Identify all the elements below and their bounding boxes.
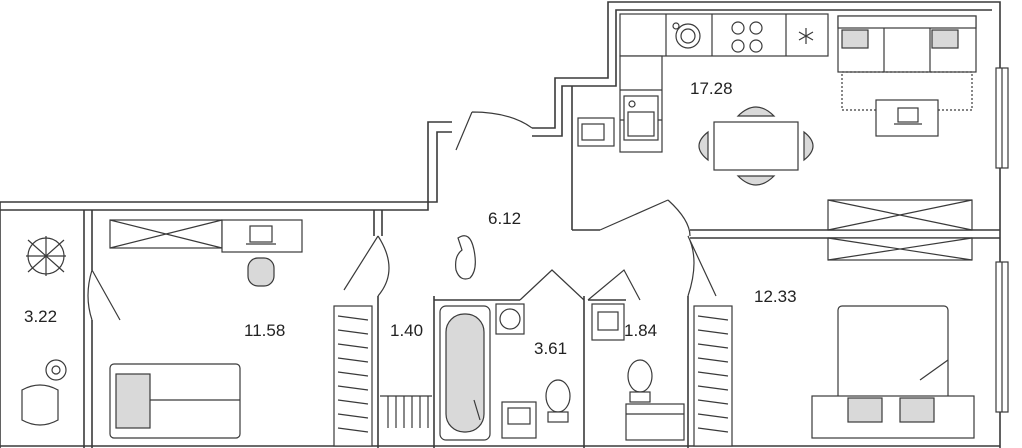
entrance-door[interactable] — [455, 111, 533, 151]
dog-icon — [455, 235, 476, 280]
wardrobe-right — [693, 305, 733, 447]
area-label-closet: 1.40 — [390, 321, 423, 340]
dining-table — [698, 106, 814, 186]
area-label-kitchen-living: 17.28 — [690, 79, 733, 98]
bedroom-right-door[interactable] — [687, 235, 717, 297]
desk-laptop-icon — [221, 219, 303, 253]
balcony-door[interactable] — [87, 269, 121, 321]
washing-machine-icon — [495, 303, 525, 335]
closet-rack — [380, 395, 432, 428]
closet-shelves-left — [333, 305, 373, 447]
bathroom-door[interactable] — [519, 269, 585, 301]
fridge-icon — [798, 28, 814, 44]
laptop-desk-icon — [875, 99, 939, 137]
area-label-bedroom-left: 11.58 — [244, 321, 285, 340]
wardrobe-left — [109, 219, 223, 249]
bathroom-sink-icon — [501, 401, 537, 439]
plant-icon — [26, 236, 66, 276]
bed-right — [811, 305, 975, 439]
bed-left — [109, 363, 241, 439]
tv-stand — [827, 199, 973, 261]
window-top-right — [995, 67, 1009, 169]
area-label-bedroom-right: 12.33 — [754, 287, 797, 306]
toilet-room-sink-icon — [591, 303, 625, 341]
kitchen-door[interactable] — [599, 199, 691, 237]
toilet-bathroom-icon — [545, 379, 571, 423]
office-chair — [247, 257, 275, 287]
area-label-bathroom: 3.61 — [534, 339, 567, 358]
bathtub-icon — [439, 305, 491, 441]
sofa — [837, 15, 977, 73]
armchair-icon — [21, 384, 59, 426]
outer-walls — [0, 1, 1001, 448]
area-label-toilet: 1.84 — [624, 321, 657, 340]
stove-icon — [731, 21, 763, 53]
toilet-icon — [627, 359, 653, 403]
toilet-cabinet — [625, 403, 685, 441]
toilet-door[interactable] — [587, 269, 641, 301]
area-label-hallway: 6.12 — [488, 209, 521, 228]
washer-icon — [672, 22, 701, 49]
closet-door[interactable] — [343, 235, 390, 297]
round-table-icon — [45, 359, 67, 381]
oven-icon — [577, 117, 615, 147]
area-label-balcony: 3.22 — [24, 307, 57, 326]
window-bottom-right — [995, 261, 1009, 413]
sink-icon — [623, 95, 659, 141]
